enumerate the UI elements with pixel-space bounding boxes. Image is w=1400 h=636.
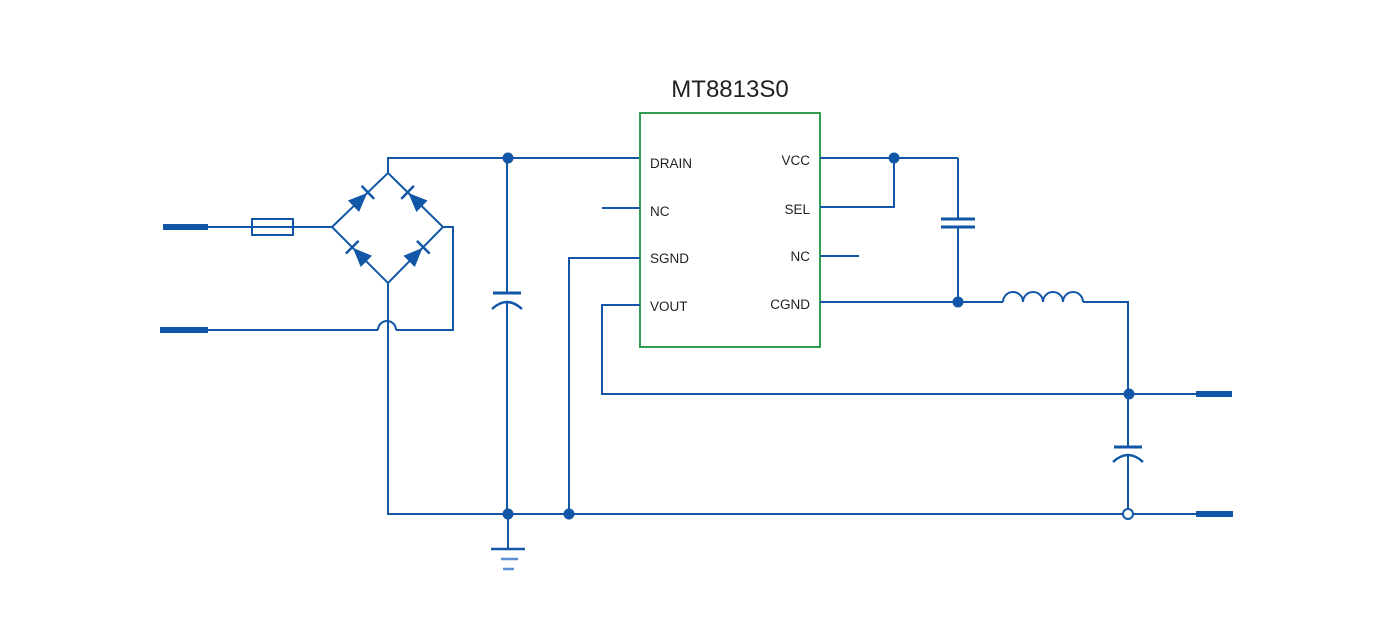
junction-dot bbox=[888, 152, 900, 164]
diode-top-right-icon bbox=[400, 185, 428, 213]
ic-mt8813s0: MT8813S0 DRAIN NC SGND VOUT VCC SEL NC C… bbox=[639, 76, 821, 348]
pin-label-vcc: VCC bbox=[781, 153, 810, 168]
vout-wire bbox=[601, 304, 1129, 395]
output-inductor-icon bbox=[1002, 291, 1129, 394]
pin-label-sel: SEL bbox=[784, 202, 810, 217]
junction-dot bbox=[952, 296, 964, 308]
earth-ground-icon bbox=[491, 514, 525, 571]
junction-dot bbox=[502, 508, 514, 520]
diode-bottom-right-icon bbox=[403, 239, 431, 268]
pin-label-drain: DRAIN bbox=[650, 156, 692, 171]
bulk-capacitor bbox=[491, 158, 523, 514]
diode-top-left-icon bbox=[347, 185, 376, 213]
drain-rail bbox=[387, 157, 640, 173]
sgnd-wire bbox=[568, 257, 640, 514]
ic-outline bbox=[639, 112, 821, 348]
fuse bbox=[251, 218, 332, 236]
pin-label-cgnd: CGND bbox=[770, 297, 810, 312]
ic-title: MT8813S0 bbox=[671, 76, 788, 103]
open-junction-node bbox=[1122, 508, 1134, 520]
pin-label-nc-right: NC bbox=[791, 249, 811, 264]
sel-wire bbox=[820, 158, 895, 208]
vcc-capacitor bbox=[941, 158, 975, 302]
diode-bottom-left-icon bbox=[344, 239, 373, 268]
junction-dot bbox=[1123, 388, 1135, 400]
pin-label-nc-left: NC bbox=[650, 204, 670, 219]
junction-dot bbox=[502, 152, 514, 164]
ac-input-neutral-terminal bbox=[160, 226, 454, 333]
pin-label-vout: VOUT bbox=[650, 299, 688, 314]
junction-dot bbox=[563, 508, 575, 520]
ground-rail bbox=[387, 283, 1196, 515]
bridge-rectifier bbox=[330, 171, 445, 285]
output-capacitor bbox=[1112, 394, 1144, 514]
pin-label-sgnd: SGND bbox=[650, 251, 689, 266]
